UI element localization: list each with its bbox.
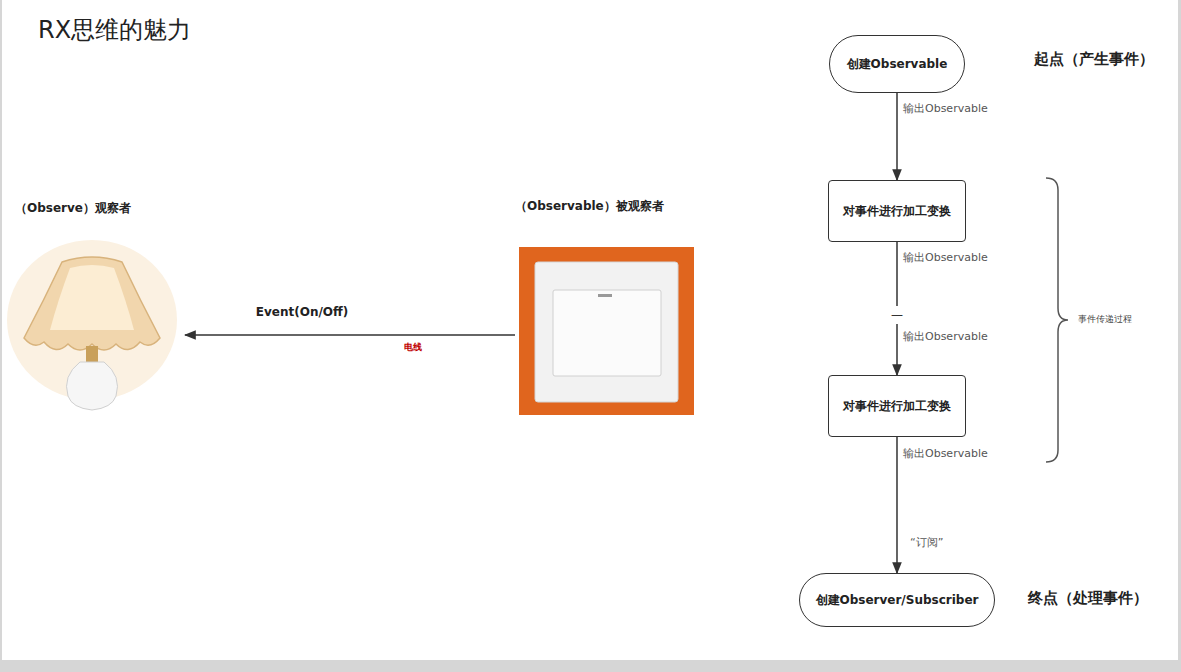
node-label: 创建Observer/Subscriber [816,592,979,609]
arrow-connector [896,437,898,573]
edge-note: 输出Observable [903,446,988,461]
edge-note: 输出Observable [903,329,988,344]
edge-label: Event(On/Off) [256,305,348,319]
lamp-shade [24,257,160,350]
figure-heading: （Observable）被观察者 [515,198,664,215]
curly-bracket [1046,178,1068,462]
ellipsis-mark: — [888,306,906,324]
node-label: 对事件进行加工变换 [843,398,951,415]
switch-indicator [598,294,612,297]
switch-rocker [553,290,661,376]
switch-background [519,247,694,415]
edge-label: 输出Observable [903,250,988,265]
switch-illustration [519,247,694,415]
edge-label: 输出Observable [903,101,988,116]
slide-title: RX思维的魅力 [38,14,191,46]
start-caption: 起点（产生事件） [1034,50,1154,69]
lamp-illustration [7,240,177,410]
lamp-shade-light [50,265,134,330]
node-label: 创建Observable [847,56,948,73]
node-label: 对事件进行加工变换 [843,203,951,220]
slide-panel [2,0,1178,660]
bracket-label: 事件传递过程 [1078,313,1132,326]
process-box: 对事件进行加工变换 [828,180,966,242]
edge-label: “订阅” [910,535,943,550]
end-caption: 终点（处理事件） [1028,589,1148,608]
figure-heading: （Observe）观察者 [15,200,131,217]
observer-lamp: （Observe）观察者 [15,200,185,418]
end-pill: 创建Observer/Subscriber [799,573,994,627]
lamp-base [67,362,118,410]
lamp-neck [86,346,98,362]
start-pill: 创建Observable [829,35,965,93]
observable-switch: （Observable）被观察者 [515,198,700,418]
arrow-connector [896,93,898,180]
arrow-connector [185,334,515,336]
process-box: 对事件进行加工变换 [828,375,966,437]
wire-label: 电线 [404,341,422,354]
switch-plate [535,262,678,402]
